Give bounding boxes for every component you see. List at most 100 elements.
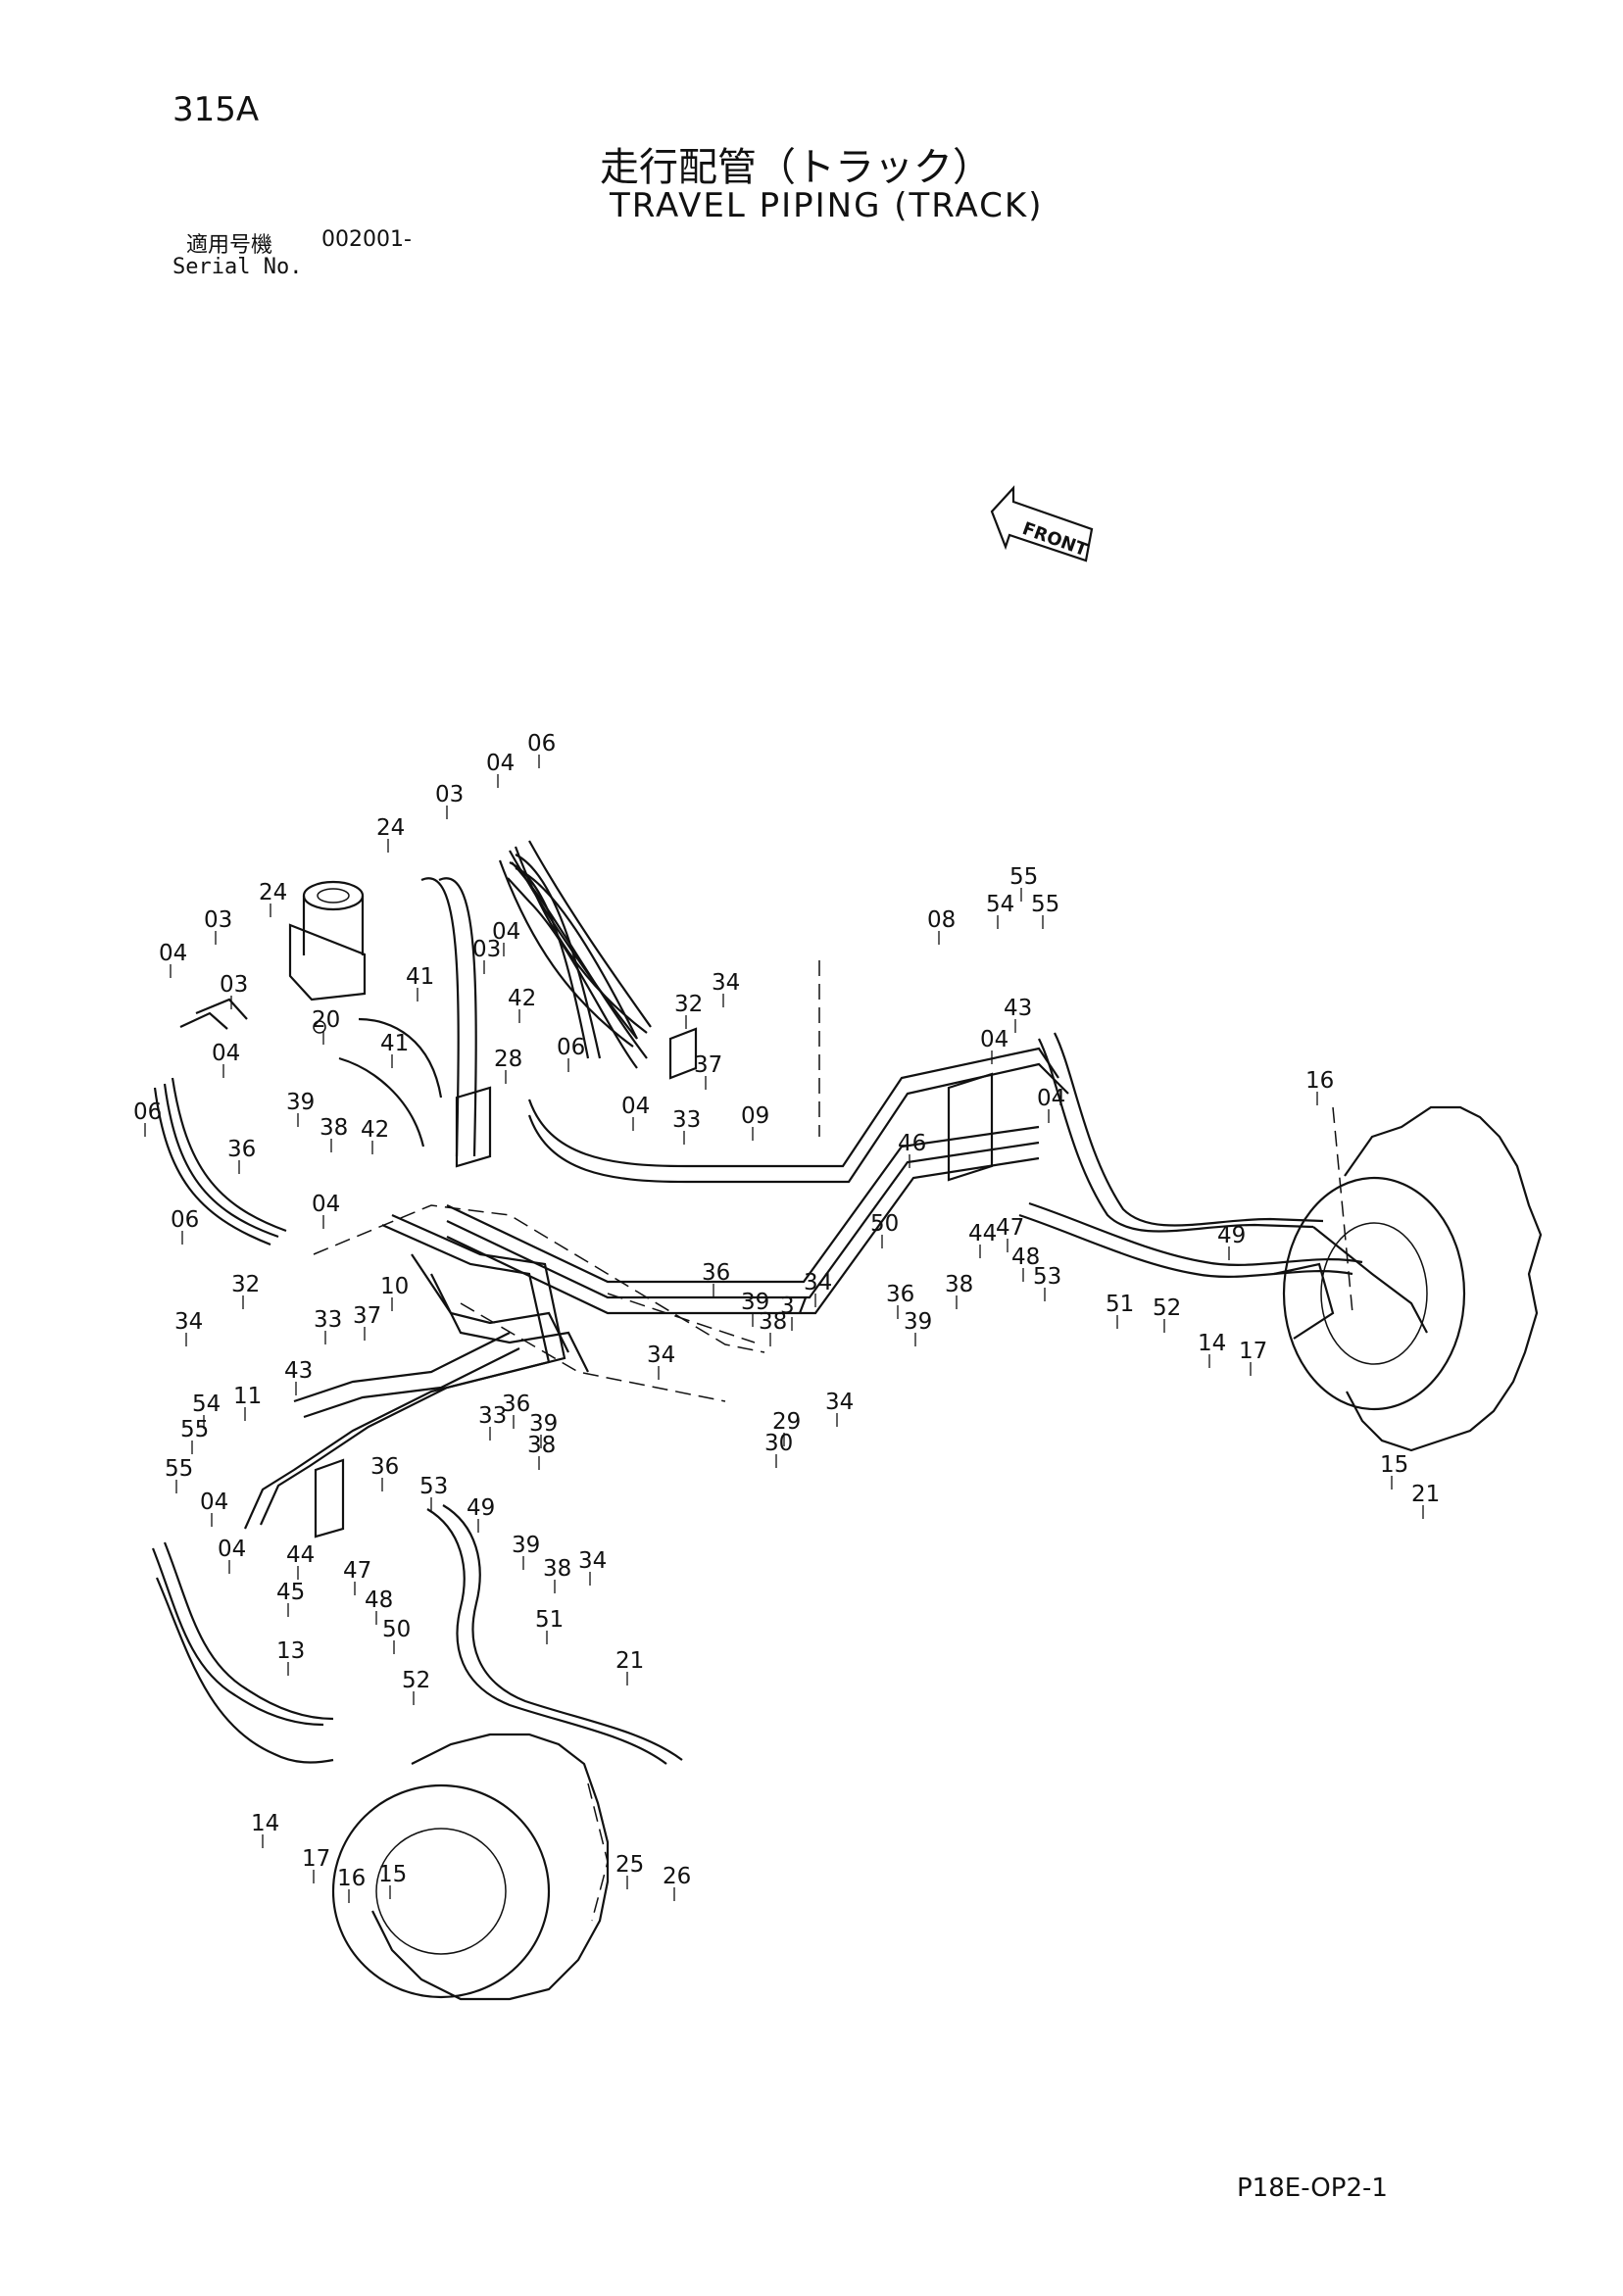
part-label: 36 [702,1260,730,1286]
part-label: 52 [402,1668,430,1693]
part-label: 54 [192,1392,221,1417]
part-label: 39 [512,1533,540,1558]
part-label: 30 [764,1431,793,1456]
part-label: 06 [527,731,556,757]
part-label: 24 [376,815,405,841]
part-label: 41 [406,964,434,990]
part-label: 47 [343,1558,371,1584]
part-label: 03 [472,937,501,962]
part-label: 39 [286,1090,315,1115]
part-label: 15 [378,1862,407,1887]
left-track-sprocket [331,1733,610,2001]
part-label: 47 [996,1215,1024,1241]
part-label: 38 [543,1556,571,1582]
part-label: 55 [165,1456,193,1482]
part-label: 49 [1217,1223,1246,1248]
part-label: 04 [159,941,187,966]
part-label: 36 [227,1137,256,1162]
part-label: 04 [312,1192,340,1217]
part-label: 03 [435,782,464,807]
part-label: 36 [502,1392,530,1417]
part-label: 16 [1305,1068,1334,1094]
left-hoses-06 [153,998,287,1246]
part-label: 39 [741,1290,769,1315]
part-label: 34 [804,1270,832,1295]
part-label: 14 [251,1811,279,1836]
part-label: 25 [615,1852,644,1878]
part-label: 38 [320,1115,348,1141]
center-hoses-06 [498,846,648,1048]
part-label: 04 [621,1094,650,1119]
part-label: 54 [986,892,1014,917]
part-label: 52 [1153,1295,1181,1321]
drawing-code: P18E-OP2-1 [1237,2174,1388,2203]
part-label: 11 [233,1384,262,1409]
part-label: 03 [220,972,248,998]
part-label: 37 [353,1303,381,1329]
part-label: 21 [1411,1482,1440,1507]
part-label: 24 [259,880,287,905]
part-label: 20 [312,1007,340,1033]
page-number: 315A [172,90,260,129]
part-label: 38 [945,1272,973,1297]
left-track-hoses [151,1504,683,1765]
title-japanese: 走行配管（トラック） [600,145,992,190]
part-label: 34 [825,1390,854,1415]
part-label: 48 [1011,1245,1040,1270]
part-label: 33 [314,1307,342,1333]
part-label: 39 [904,1309,932,1335]
right-track-hoses [1018,1032,1428,1334]
title-english: TRAVEL PIPING (TRACK) [610,186,1044,225]
part-label: 43 [284,1358,313,1384]
part-label: 51 [1106,1292,1134,1317]
hoses-06-right-pair [509,840,652,1040]
part-label: 46 [898,1131,926,1156]
part-label: 51 [535,1607,564,1633]
part-label: 06 [133,1099,162,1125]
part-label: 34 [712,970,740,996]
part-label: 55 [180,1417,209,1442]
part-label: 13 [276,1638,305,1664]
part-label: 53 [1033,1264,1061,1290]
swivel-hoses [338,854,648,1157]
part-label: 49 [467,1495,495,1521]
leader-lines [144,755,1424,1903]
part-label: 55 [1031,892,1059,917]
part-label: 15 [1380,1452,1408,1478]
front-arrow-icon: FRONT [990,485,1094,562]
part-label: 14 [1198,1331,1226,1356]
part-label: 45 [276,1580,305,1605]
part-label: 37 [780,1294,809,1319]
part-label: 03 [204,907,232,933]
part-label: 36 [886,1282,914,1307]
part-label: 04 [212,1041,240,1066]
part-label: 33 [478,1403,507,1429]
main-pipes [243,1047,1069,1530]
part-labels: 0604032404032403040304204142412842323406… [133,731,1440,1891]
part-label: 32 [674,992,703,1017]
part-label: 44 [968,1221,997,1246]
brackets [314,1027,994,1539]
part-label: 50 [382,1617,411,1642]
guide-lines [313,960,1353,1922]
part-label: 50 [870,1211,899,1237]
part-label: 39 [529,1411,558,1437]
serial-label-english: Serial No. [172,255,303,279]
part-label: 17 [302,1846,330,1872]
part-label: 10 [380,1274,409,1299]
part-label: 44 [286,1542,315,1568]
part-label: 04 [200,1490,228,1515]
part-label: 21 [615,1648,644,1674]
part-label: 33 [672,1107,701,1133]
part-label: 06 [171,1207,199,1233]
part-label: 43 [1004,996,1032,1021]
part-label: 04 [492,919,520,945]
part-label: 08 [927,907,956,933]
part-label: 29 [772,1409,801,1435]
part-label: 06 [557,1035,585,1060]
part-label: 41 [380,1031,409,1056]
serial-value: 002001- [321,227,412,252]
part-label: 04 [1037,1086,1065,1111]
serial-label-japanese: 適用号機 [186,233,273,258]
